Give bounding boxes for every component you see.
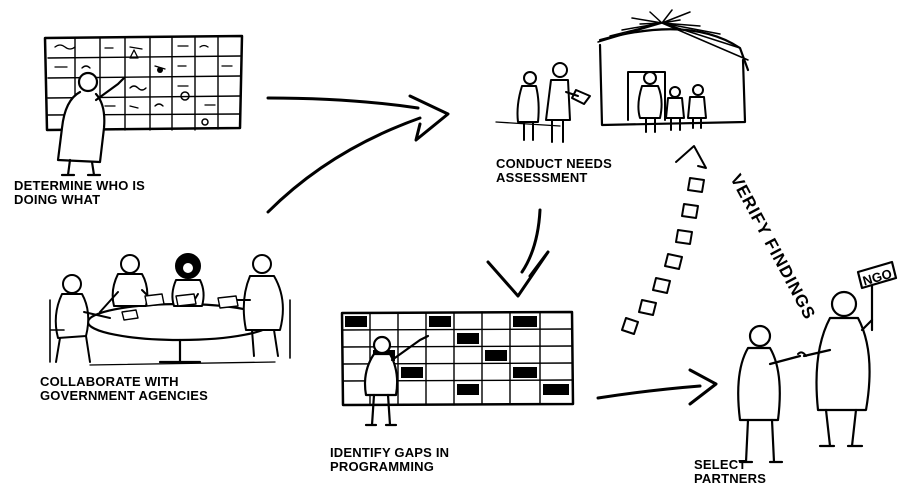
step-label-line: GOVERNMENT AGENCIES — [40, 388, 209, 403]
hut-illustration — [495, 9, 750, 143]
gaps-board-illustration — [340, 310, 575, 427]
verify-arrow — [621, 145, 707, 335]
planning-board-illustration — [43, 34, 244, 177]
arrow-gaps-to-partners — [596, 368, 718, 406]
step-label-line: DETERMINE WHO IS — [14, 178, 146, 193]
step-label-line: PARTNERS — [694, 471, 767, 486]
arrow-hut-to-gaps — [486, 208, 550, 298]
step-label-determine: DETERMINE WHO IS DOING WHAT — [14, 179, 145, 207]
verify-findings-label: VERIFY FINDINGS — [726, 171, 819, 323]
arrow-board-to-hut — [266, 94, 450, 142]
step-label-line: IDENTIFY GAPS IN — [330, 445, 450, 460]
step-label-collaborate: COLLABORATE WITH GOVERNMENT AGENCIES — [40, 375, 208, 403]
meeting-table-illustration — [49, 253, 291, 366]
step-label-line: ASSESSMENT — [496, 170, 588, 185]
step-label-line: PROGRAMMING — [330, 459, 435, 474]
step-label-needs-assessment: CONDUCT NEEDS ASSESSMENT — [496, 157, 612, 185]
step-label-line: COLLABORATE WITH — [40, 374, 179, 389]
step-label-identify-gaps: IDENTIFY GAPS IN PROGRAMMING — [330, 446, 449, 474]
step-label-line: DOING WHAT — [14, 192, 101, 207]
step-label-line: CONDUCT NEEDS — [496, 156, 612, 171]
handshake-illustration — [737, 260, 898, 464]
arrow-meeting-to-hut — [266, 116, 422, 214]
step-label-line: SELECT — [694, 457, 747, 472]
step-label-select-partners: SELECT PARTNERS — [694, 458, 766, 486]
